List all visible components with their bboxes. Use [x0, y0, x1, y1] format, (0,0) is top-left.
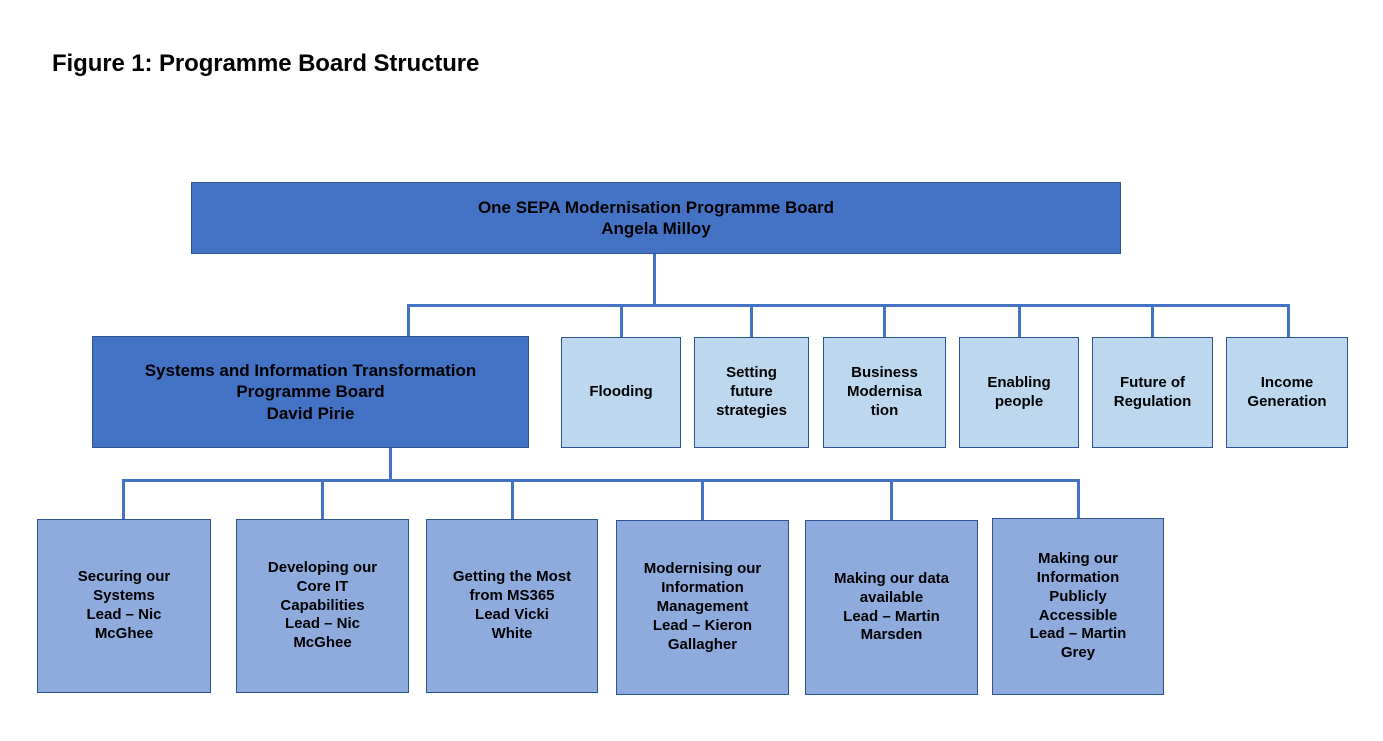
node-getting-most-from-ms365[interactable]: Getting the Most from MS365 Lead Vicki W…	[426, 519, 598, 693]
node-label: Future of Regulation	[1113, 373, 1192, 410]
node-systems-information-transformation[interactable]: Systems and Information Transformation P…	[92, 336, 529, 448]
page-title: Figure 1: Programme Board Structure	[52, 50, 480, 77]
node-label: Enabling people	[987, 373, 1051, 410]
node-label: Setting future strategies	[716, 364, 787, 419]
node-making-our-data-available[interactable]: Making our data available Lead – Martin …	[805, 520, 978, 695]
connector-to-developing-core-it-capabilities	[321, 479, 324, 520]
node-making-information-publicly-accessible[interactable]: Making our Information Publicly Accessib…	[992, 518, 1164, 695]
node-label: Systems and Information Transformation P…	[144, 360, 477, 423]
node-label: Making our Information Publicly Accessib…	[1029, 549, 1127, 662]
node-one-sepa-modernisation-programme-board[interactable]: One SEPA Modernisation Programme Board A…	[191, 182, 1121, 254]
connector-to-flooding	[620, 304, 623, 338]
connector-to-making-information-publicly-accessible	[1077, 479, 1080, 519]
connector-to-business-modernisation	[883, 304, 886, 338]
node-future-of-regulation[interactable]: Future of Regulation	[1092, 337, 1213, 448]
node-modernising-information-management[interactable]: Modernising our Information Management L…	[616, 520, 789, 695]
node-label: Developing our Core IT Capabilities Lead…	[267, 558, 378, 652]
node-income-generation[interactable]: Income Generation	[1226, 337, 1348, 448]
node-enabling-people[interactable]: Enabling people	[959, 337, 1079, 448]
node-business-modernisation[interactable]: Business Modernisa tion	[823, 337, 946, 448]
node-developing-core-it-capabilities[interactable]: Developing our Core IT Capabilities Lead…	[236, 519, 409, 693]
connector-to-getting-most-from-ms365	[511, 479, 514, 520]
node-label: Securing our Systems Lead – Nic McGhee	[77, 568, 171, 642]
node-securing-our-systems[interactable]: Securing our Systems Lead – Nic McGhee	[37, 519, 211, 693]
connector-subboard-drop	[389, 448, 392, 481]
connector-to-securing-our-systems	[122, 479, 125, 520]
node-label: One SEPA Modernisation Programme Board A…	[477, 197, 835, 238]
connector-to-income-generation	[1287, 304, 1290, 338]
node-label: Making our data available Lead – Martin …	[833, 569, 949, 644]
node-flooding[interactable]: Flooding	[561, 337, 681, 448]
node-setting-future-strategies[interactable]: Setting future strategies	[694, 337, 809, 448]
connector-level1-bus	[407, 304, 1290, 307]
connector-to-making-our-data-available	[890, 479, 893, 521]
connector-level2-bus	[122, 479, 1079, 482]
connector-to-future-of-regulation	[1151, 304, 1154, 338]
node-label: Business Modernisa tion	[846, 364, 922, 419]
connector-root-drop	[653, 254, 656, 305]
connector-to-modernising-information-management	[701, 479, 704, 521]
node-label: Modernising our Information Management L…	[643, 560, 762, 653]
node-label: Income Generation	[1247, 373, 1327, 410]
connector-to-enabling-people	[1018, 304, 1021, 338]
node-label: Flooding	[589, 383, 653, 401]
connector-to-setting-future-strategies	[750, 304, 753, 338]
connector-to-systems-information-transformation	[407, 304, 410, 337]
node-label: Getting the Most from MS365 Lead Vicki W…	[452, 568, 572, 642]
